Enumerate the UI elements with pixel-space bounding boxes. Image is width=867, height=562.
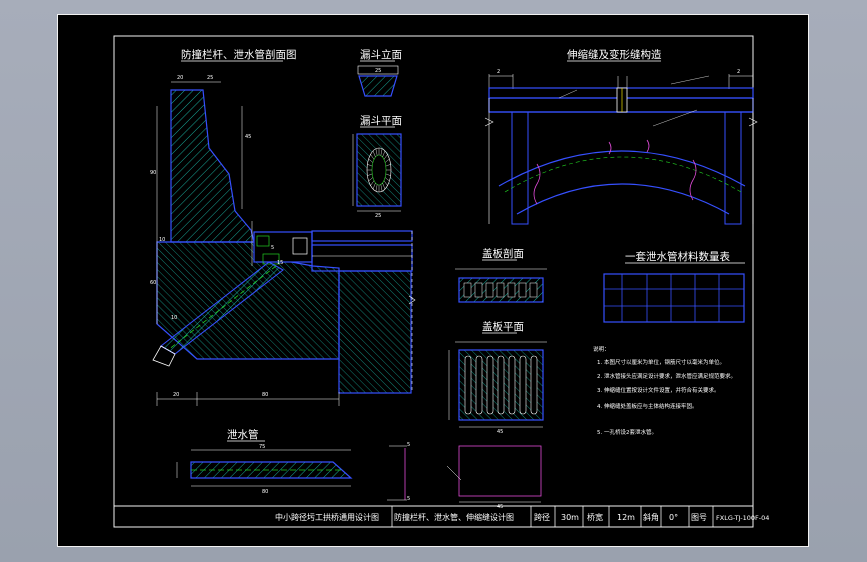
cover-slot: [485, 282, 494, 298]
cover-bar: [475, 355, 483, 415]
funnel-rib: [375, 184, 378, 192]
funnel-rib: [382, 182, 386, 190]
cover-bar: [497, 355, 505, 415]
funnel-rib: [368, 158, 374, 163]
svg-text:60: 60: [150, 280, 156, 286]
funnel-rib: [384, 177, 390, 182]
funnel-rib: [385, 173, 391, 176]
note-3: 3. 伸缩缝位置按设计文件设置，并符合有关要求。: [597, 386, 720, 394]
guardrail-title: 防撞栏杆、泄水管剖面图: [181, 48, 297, 61]
svg-text:45: 45: [497, 429, 503, 435]
cover-bar: [464, 355, 472, 415]
material-table: 一套泄水管材料数量表: [603, 250, 745, 323]
funnel-rib: [383, 180, 388, 186]
parapet-body: [170, 89, 255, 243]
cover-section: 盖板剖面: [455, 247, 547, 303]
cover-plan: 盖板平面 45: [448, 320, 547, 435]
svg-text:5: 5: [407, 496, 410, 502]
funnel-elev-title: 漏斗立面: [360, 48, 402, 61]
funnel-rib: [380, 184, 383, 192]
tb-width-label: 桥宽: [587, 512, 603, 522]
tb-no-value: FXLG-TJ-100F-04: [716, 514, 769, 522]
title-block: 中小跨径圬工拱桥通用设计图 防撞栏杆、泄水管、伸缩缝设计图 跨径 30m 桥宽 …: [113, 505, 769, 528]
funnel-rib: [370, 180, 375, 186]
material-table-title: 一套泄水管材料数量表: [625, 250, 730, 263]
svg-text:2: 2: [497, 69, 500, 75]
note-5: 5. 一孔桥设2套泄水管。: [597, 428, 657, 436]
drawing-sheet: 防撞栏杆、泄水管剖面图: [57, 14, 809, 547]
tb-width-value: 12m: [617, 513, 635, 522]
drawing-canvas: 防撞栏杆、泄水管剖面图: [57, 14, 809, 547]
funnel-rib: [367, 173, 373, 176]
svg-text:25: 25: [375, 213, 381, 219]
guardrail-section: 防撞栏杆、泄水管剖面图: [150, 48, 416, 406]
svg-text:20: 20: [173, 392, 179, 398]
svg-text:80: 80: [262, 489, 268, 495]
svg-text:5: 5: [271, 245, 274, 251]
funnel-rib: [382, 150, 386, 158]
cover-slot: [496, 282, 505, 298]
svg-text:25: 25: [375, 68, 381, 74]
cover-plan-title: 盖板平面: [482, 320, 524, 333]
tb-skew-label: 斜角: [643, 512, 659, 522]
cover-section-title: 盖板剖面: [482, 247, 524, 260]
cover-bar: [486, 355, 494, 415]
svg-text:10: 10: [171, 315, 177, 321]
funnel-rib: [384, 158, 390, 163]
funnel-rib: [383, 154, 388, 160]
svg-text:75: 75: [259, 444, 265, 450]
expansion-joint-detail: 伸缩缝及变形缝构造 2 2: [484, 48, 758, 225]
drain-pipe-elevation: 泄水管 75 80 5 5 45: [176, 428, 542, 510]
funnel-rib: [380, 148, 383, 156]
tb-no-label: 图号: [691, 513, 707, 522]
svg-text:45: 45: [497, 504, 503, 510]
cover-slot: [507, 282, 516, 298]
tb-skew-value: 0°: [669, 513, 678, 522]
funnel-rib: [367, 164, 373, 167]
note-4: 4. 伸缩缝处盖板应与主体结构连接牢固。: [597, 402, 698, 410]
funnel-elevation: 漏斗立面 25: [357, 48, 402, 97]
svg-text:25: 25: [207, 75, 213, 81]
funnel-rib: [372, 150, 376, 158]
funnel-rib: [370, 154, 375, 160]
cover-bar: [519, 355, 527, 415]
expansion-title: 伸缩缝及变形缝构造: [567, 48, 662, 61]
cover-slot: [474, 282, 483, 298]
tb-drawing: 防撞栏杆、泄水管、伸缩缝设计图: [394, 512, 514, 522]
cover-slot: [529, 282, 538, 298]
funnel-rib: [372, 182, 376, 190]
cover-bar: [530, 355, 538, 415]
tb-project: 中小跨径圬工拱桥通用设计图: [275, 512, 379, 522]
cover-bar: [508, 355, 516, 415]
svg-text:15: 15: [277, 260, 283, 266]
outer-frame: [57, 14, 809, 547]
funnel-plan-title: 漏斗平面: [360, 115, 402, 127]
note-2: 2. 泄水管接头应满足设计要求，泄水管应满足规范要求。: [597, 372, 736, 380]
cover-slot: [518, 282, 527, 298]
svg-text:2: 2: [737, 69, 740, 75]
svg-text:10: 10: [159, 237, 165, 243]
svg-text:20: 20: [177, 75, 183, 81]
funnel-plan: 漏斗平面 25: [352, 115, 402, 219]
tb-span-label: 跨径: [534, 512, 550, 522]
svg-text:45: 45: [245, 134, 251, 140]
notes-block: 说明： 1. 本图尺寸以厘米为单位，钢筋尺寸以毫米为单位。 2. 泄水管接头应满…: [593, 345, 736, 436]
svg-text:5: 5: [407, 442, 410, 448]
funnel-rib: [385, 164, 391, 167]
cover-slot: [463, 282, 472, 298]
notes-title: 说明：: [593, 345, 610, 353]
drain-pipe-title: 泄水管: [227, 428, 259, 441]
tb-span-value: 30m: [561, 513, 579, 522]
funnel-rib: [368, 177, 374, 182]
svg-text:80: 80: [262, 392, 268, 398]
svg-text:90: 90: [150, 170, 156, 176]
funnel-rib: [375, 148, 378, 156]
note-1: 1. 本图尺寸以厘米为单位，钢筋尺寸以毫米为单位。: [597, 358, 725, 366]
